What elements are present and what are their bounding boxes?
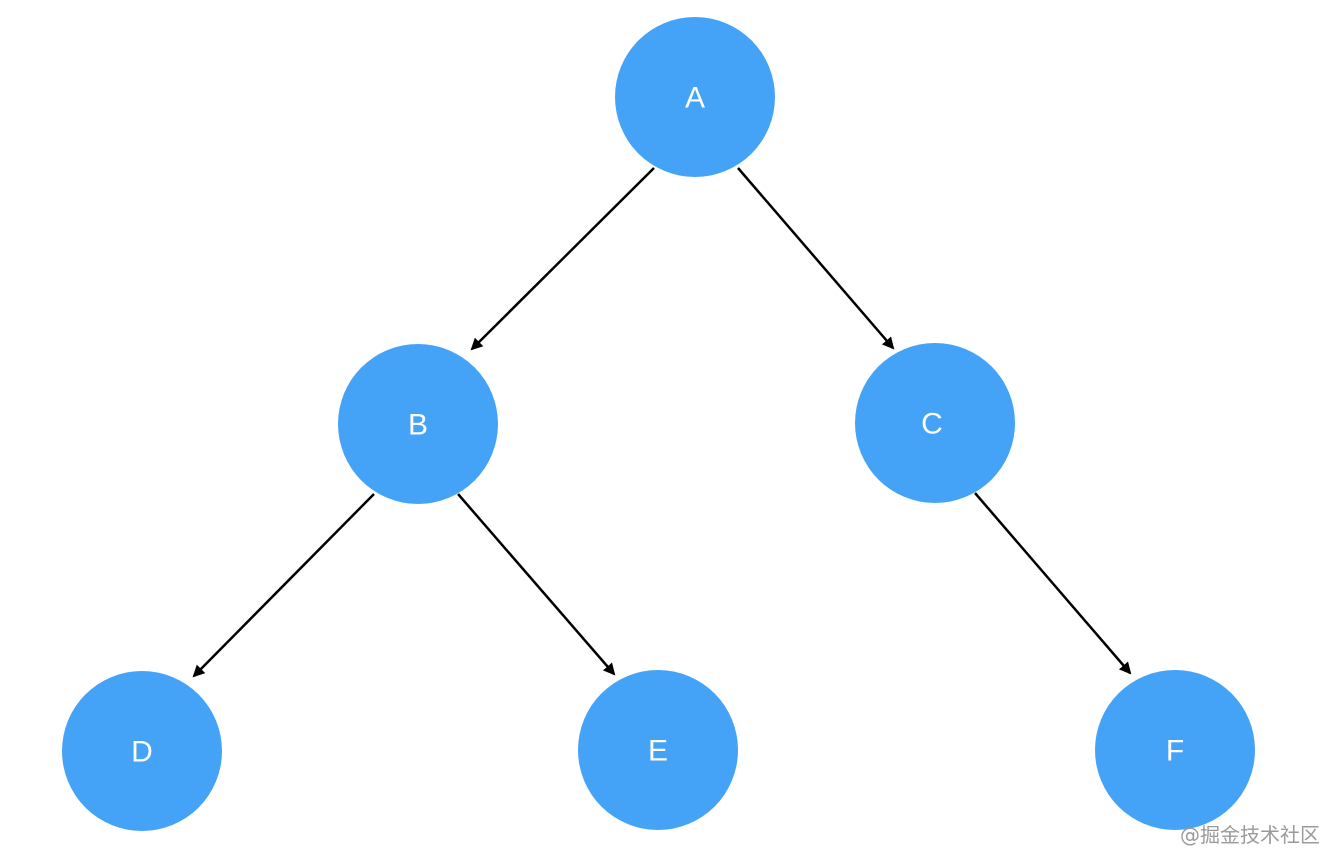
edge-b-d [192,493,375,678]
edge-a-b [470,167,655,351]
node-b-circle [338,344,498,504]
node-e-circle [578,670,738,830]
node-b-label: B [408,409,428,442]
node-d-label: D [131,736,153,769]
node-b: B [338,344,498,504]
edges [192,167,1132,678]
node-c-circle [855,343,1015,503]
node-e: E [578,670,738,830]
edge-c-f [974,492,1132,675]
node-a: A [615,17,775,177]
node-f-circle [1095,670,1255,830]
edge-b-e [457,493,616,676]
node-c: C [855,343,1015,503]
node-d: D [62,671,222,831]
node-f: F [1095,670,1255,830]
nodes: A B C D E F [62,17,1255,831]
node-d-circle [62,671,222,831]
node-c-label: C [921,408,943,441]
node-a-circle [615,17,775,177]
node-f-label: F [1166,735,1184,768]
node-a-label: A [685,82,705,115]
watermark-text: @掘金技术社区 [1180,823,1320,847]
node-e-label: E [648,735,668,768]
edge-a-c [737,167,895,350]
